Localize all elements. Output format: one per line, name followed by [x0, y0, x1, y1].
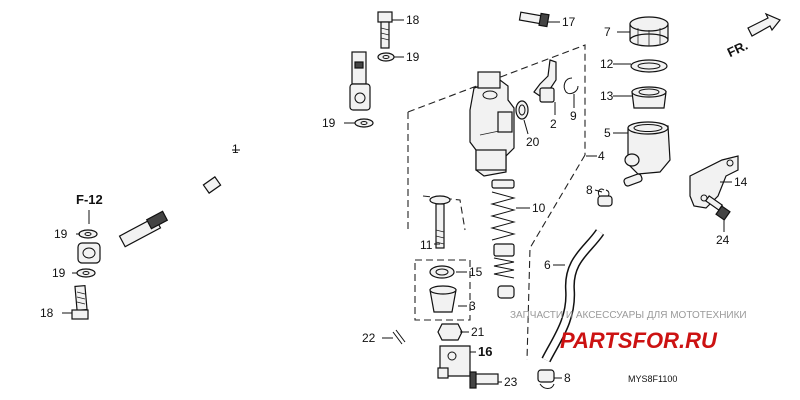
- sealing-washer-lower-b[interactable]: [76, 268, 96, 278]
- callout-8-upper: 8: [586, 183, 593, 197]
- diagram-code: MYS8F1100: [628, 374, 677, 384]
- callout-24: 24: [716, 233, 730, 247]
- circlip-joint[interactable]: [563, 77, 579, 95]
- callout-23: 23: [504, 375, 518, 389]
- callout-5: 5: [604, 126, 611, 140]
- reservoir-hose-joint[interactable]: [533, 59, 557, 103]
- callout-19-lower-a: 19: [54, 227, 68, 241]
- callout-14: 14: [734, 175, 748, 189]
- diaphragm-plate[interactable]: [630, 59, 668, 73]
- callout-19-upper: 19: [406, 50, 420, 64]
- reference-f12: F-12: [76, 192, 103, 207]
- reservoir-cap[interactable]: [629, 16, 669, 47]
- callout-6: 6: [544, 258, 551, 272]
- brand-logo-text: PARTSFOR.RU: [560, 328, 718, 353]
- oil-bolt-upper[interactable]: [377, 11, 393, 49]
- brake-hose[interactable]: [118, 37, 371, 248]
- front-direction-arrow: FR.: [725, 12, 781, 60]
- hose-lower-fitting: [118, 210, 169, 248]
- callout-17: 17: [562, 15, 576, 29]
- callout-20: 20: [526, 135, 540, 149]
- o-ring-joint[interactable]: [515, 100, 529, 120]
- snap-ring[interactable]: [429, 265, 455, 279]
- callout-8-lower: 8: [564, 371, 571, 385]
- callout-1: 1: [232, 142, 239, 156]
- rubber-boot[interactable]: [429, 285, 457, 313]
- front-label: FR.: [725, 38, 750, 60]
- callout-18-lower: 18: [40, 306, 54, 320]
- callout-19-mid: 19: [322, 116, 336, 130]
- callout-15: 15: [469, 265, 483, 279]
- master-cylinder-body[interactable]: [469, 71, 515, 177]
- joint-nut[interactable]: [437, 323, 463, 341]
- hose-lower-banjo: [77, 242, 101, 264]
- callout-12: 12: [600, 57, 614, 71]
- sealing-washer-upper-a[interactable]: [377, 52, 395, 62]
- leader-lines: [62, 19, 732, 383]
- sealing-washer-lower-a[interactable]: [78, 229, 98, 239]
- callout-4: 4: [598, 149, 605, 163]
- callout-2: 2: [550, 117, 557, 131]
- reservoir-tank[interactable]: [623, 121, 671, 187]
- hose-upper-fitting: [349, 51, 371, 111]
- cotter-pin[interactable]: [392, 329, 406, 345]
- callout-18-upper: 18: [406, 13, 420, 27]
- callout-16: 16: [478, 344, 492, 359]
- push-rod-clevis[interactable]: [437, 345, 471, 379]
- callout-13: 13: [600, 89, 614, 103]
- piston-assembly[interactable]: [493, 243, 515, 299]
- sealing-washer-upper-b[interactable]: [354, 118, 374, 128]
- callout-3: 3: [469, 299, 476, 313]
- reservoir-hose[interactable]: [541, 229, 605, 363]
- return-spring[interactable]: [490, 179, 516, 241]
- callout-11: 11: [420, 238, 433, 252]
- callout-10: 10: [532, 201, 546, 215]
- callout-19-lower-b: 19: [52, 266, 66, 280]
- oil-bolt-lower[interactable]: [71, 284, 89, 320]
- hose-clip-lower[interactable]: [537, 369, 555, 389]
- reservoir-stay[interactable]: [689, 155, 739, 209]
- hose-clip-upper[interactable]: [597, 188, 613, 207]
- callout-7: 7: [604, 25, 611, 39]
- stay-bolt[interactable]: [704, 195, 731, 221]
- mounting-bolt-17[interactable]: [518, 11, 550, 28]
- watermark-text: ЗАПЧАСТИ И АКСЕССУАРЫ ДЛЯ МОТОТЕХНИКИ: [510, 310, 747, 321]
- callout-22: 22: [362, 331, 376, 345]
- reservoir-diaphragm[interactable]: [631, 86, 667, 109]
- callout-9: 9: [570, 109, 577, 123]
- callout-21: 21: [471, 325, 485, 339]
- push-rod[interactable]: [429, 195, 451, 249]
- joint-pin[interactable]: [469, 371, 499, 389]
